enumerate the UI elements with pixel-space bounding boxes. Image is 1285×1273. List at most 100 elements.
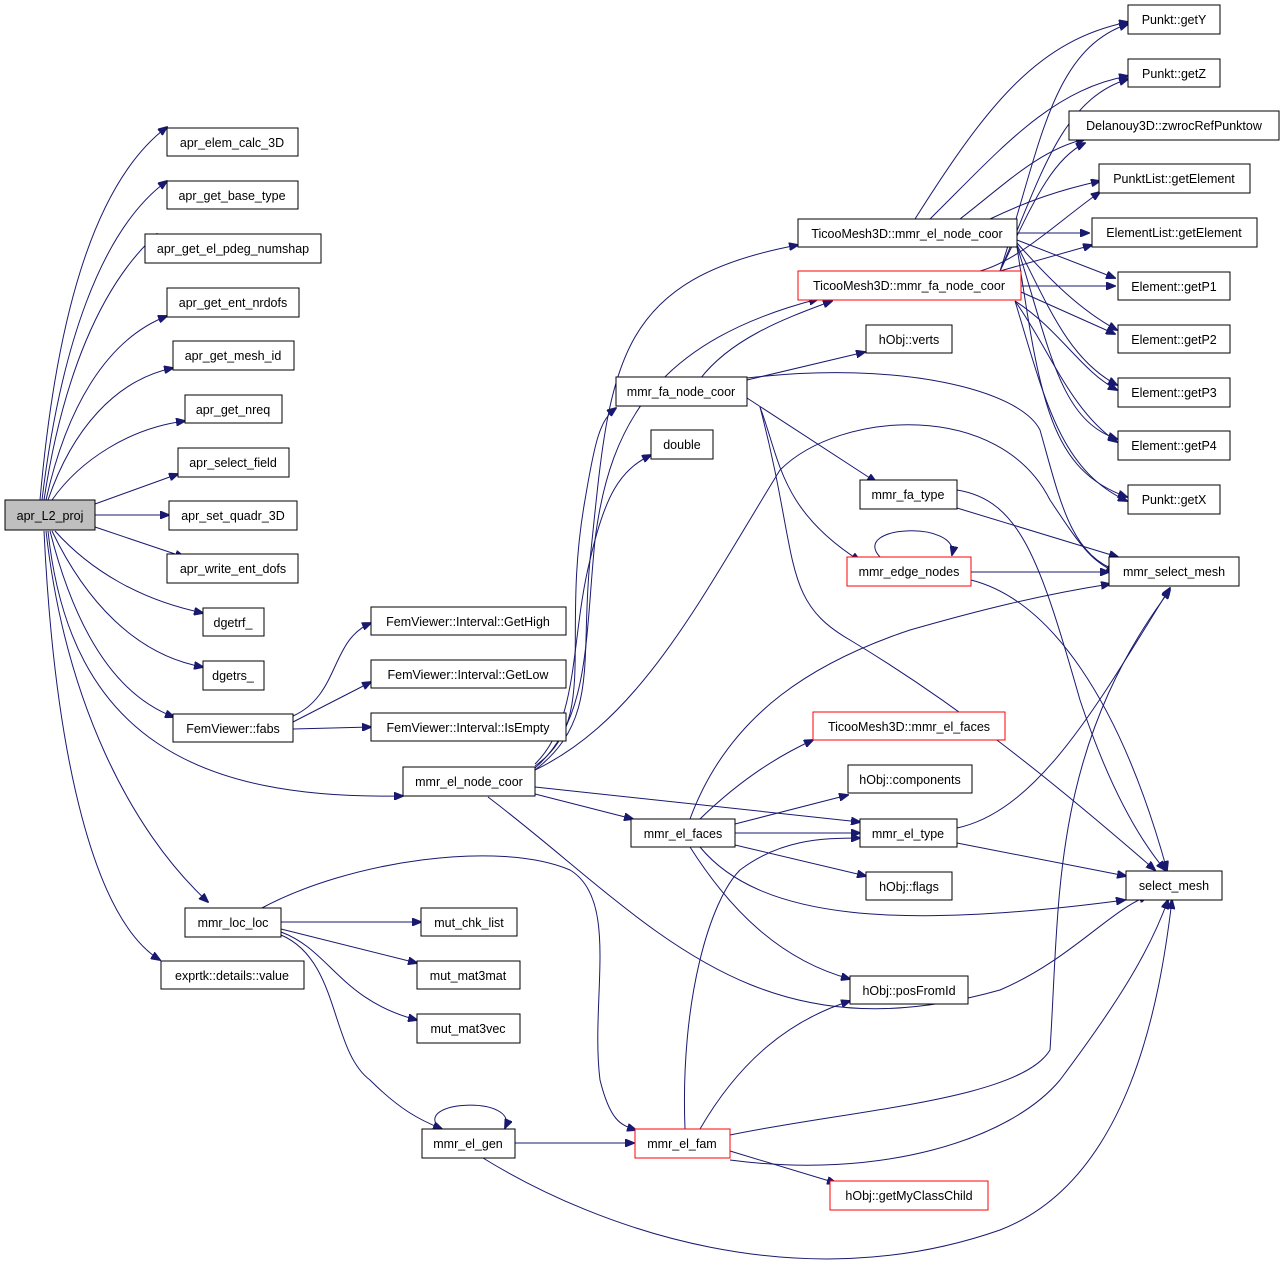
edge-elnodecoor-ticoo-el [534, 245, 798, 771]
svg-text:Punkt::getZ: Punkt::getZ [1142, 67, 1206, 81]
edge-root-dgetrf [54, 530, 203, 613]
svg-text:mmr_el_type: mmr_el_type [872, 827, 944, 841]
edge-root-elnodecoor [47, 530, 403, 796]
node-element-getp2[interactable]: Element::getP2 [1117, 324, 1231, 354]
svg-text:select_mesh: select_mesh [1139, 879, 1209, 893]
node-ticoo-mmr-el-node-coor[interactable]: TicooMesh3D::mmr_el_node_coor [797, 218, 1018, 248]
node-double[interactable]: double [650, 429, 714, 460]
node-apr-get-nreq[interactable]: apr_get_nreq [184, 394, 283, 424]
node-apr-select-field[interactable]: apr_select_field [177, 447, 290, 478]
node-mmr-select-mesh[interactable]: mmr_select_mesh [1108, 556, 1240, 587]
node-hobj-components[interactable]: hObj::components [847, 764, 973, 794]
svg-text:Element::getP1: Element::getP1 [1131, 280, 1217, 294]
svg-text:mmr_select_mesh: mmr_select_mesh [1123, 565, 1225, 579]
svg-text:apr_L2_proj: apr_L2_proj [17, 509, 84, 523]
node-mmr-edge-nodes[interactable]: mmr_edge_nodes [846, 556, 972, 587]
edge-root-base-type [41, 181, 167, 501]
node-mut-mat3mat[interactable]: mut_mat3mat [416, 960, 521, 990]
node-mmr-el-type[interactable]: mmr_el_type [859, 818, 958, 848]
node-hobj-getmyclasschild[interactable]: hObj::getMyClassChild [829, 1180, 989, 1211]
edge-root-sel-field [94, 474, 178, 505]
node-apr-set-quadr-3d[interactable]: apr_set_quadr_3D [168, 500, 298, 531]
node-exprtk-details-value[interactable]: exprtk::details::value [160, 960, 305, 990]
node-mmr-el-faces[interactable]: mmr_el_faces [630, 818, 736, 848]
node-interval-getlow[interactable]: FemViewer::Interval::GetLow [370, 659, 567, 689]
svg-text:mmr_el_fam: mmr_el_fam [647, 1137, 716, 1151]
edge-locloc-elgen [280, 934, 442, 1129]
node-delanouy3d-zwrocrefpunktow[interactable]: Delanouy3D::zwrocRefPunktow [1068, 110, 1280, 141]
node-apr-get-mesh-id[interactable]: apr_get_mesh_id [172, 340, 295, 371]
edge-elfam-eltype [683, 838, 860, 1130]
edge-ticoo-fa-getx [1014, 300, 1127, 501]
svg-text:mmr_loc_loc: mmr_loc_loc [198, 916, 269, 930]
svg-text:hObj::verts: hObj::verts [879, 333, 939, 347]
svg-text:Punkt::getY: Punkt::getY [1142, 13, 1207, 27]
svg-text:mut_mat3mat: mut_mat3mat [430, 969, 507, 983]
node-punkt-gety[interactable]: Punkt::getY [1127, 4, 1221, 35]
node-ticoo-mmr-el-faces[interactable]: TicooMesh3D::mmr_el_faces [812, 711, 1006, 741]
edge-ticoo-el-punktlist [989, 181, 1100, 220]
node-elementlist-getelement[interactable]: ElementList::getElement [1091, 217, 1258, 248]
node-apr-get-ent-nrdofs[interactable]: apr_get_ent_nrdofs [166, 287, 300, 318]
edge-elfam-selmesh [729, 900, 1168, 1166]
node-apr-l2-proj[interactable]: apr_L2_proj [4, 499, 96, 531]
node-element-getp4[interactable]: Element::getP4 [1117, 430, 1231, 461]
edge-ticoo-el-gety [914, 22, 1128, 220]
node-apr-write-ent-dofs[interactable]: apr_write_ent_dofs [166, 553, 299, 584]
node-ticoo-mmr-fa-node-coor[interactable]: TicooMesh3D::mmr_fa_node_coor [797, 270, 1022, 301]
node-element-getp1[interactable]: Element::getP1 [1117, 271, 1231, 301]
edge-root-elem-calc [39, 127, 167, 501]
node-mmr-el-node-coor[interactable]: mmr_el_node_coor [402, 766, 536, 797]
edge-ticoo-fa-getp2 [1020, 291, 1115, 334]
node-apr-get-el-pdeg-numshap[interactable]: apr_get_el_pdeg_numshap [144, 233, 322, 264]
node-hobj-posfromid[interactable]: hObj::posFromId [849, 975, 969, 1005]
node-apr-get-base-type[interactable]: apr_get_base_type [166, 180, 299, 210]
node-punktlist-getelement[interactable]: PunktList::getElement [1098, 163, 1251, 194]
svg-text:apr_elem_calc_3D: apr_elem_calc_3D [180, 136, 284, 150]
edge-ticoo-fa-punktlist [979, 192, 1100, 272]
edge-eltype-mmrselmesh [956, 588, 1170, 829]
edge-elfaces-selmesh [699, 846, 1125, 917]
svg-text:FemViewer::Interval::GetHigh: FemViewer::Interval::GetHigh [386, 615, 550, 629]
node-punkt-getx[interactable]: Punkt::getX [1127, 484, 1221, 515]
edge-root-dgetrs [51, 530, 203, 667]
edge-ticoo-el-delaunoy [959, 139, 1085, 220]
node-punkt-getz[interactable]: Punkt::getZ [1127, 58, 1221, 88]
edge-fabs-isempty [292, 727, 371, 729]
node-hobj-verts[interactable]: hObj::verts [865, 324, 953, 354]
svg-text:mmr_el_gen: mmr_el_gen [433, 1137, 503, 1151]
svg-text:Element::getP4: Element::getP4 [1131, 439, 1217, 453]
edge-root-nrdofs [45, 316, 167, 501]
edges-layer [39, 22, 1172, 1260]
node-hobj-flags[interactable]: hObj::flags [865, 871, 953, 901]
edge-ticoo-el-getp3 [1016, 244, 1117, 385]
node-femviewer-fabs[interactable]: FemViewer::fabs [172, 713, 294, 743]
node-select-mesh[interactable]: select_mesh [1125, 870, 1223, 901]
svg-text:apr_get_nreq: apr_get_nreq [196, 403, 270, 417]
edge-root-mesh-id [47, 368, 173, 501]
svg-text:Element::getP3: Element::getP3 [1131, 386, 1217, 400]
node-dgetrs[interactable]: dgetrs_ [202, 660, 265, 691]
node-mut-chk-list[interactable]: mut_chk_list [420, 907, 518, 937]
node-interval-gethigh[interactable]: FemViewer::Interval::GetHigh [370, 606, 567, 636]
node-dgetrf[interactable]: dgetrf_ [202, 607, 265, 637]
svg-text:hObj::posFromId: hObj::posFromId [862, 984, 955, 998]
node-interval-isempty[interactable]: FemViewer::Interval::IsEmpty [370, 712, 567, 742]
node-mmr-fa-type[interactable]: mmr_fa_type [859, 479, 958, 510]
svg-text:apr_write_ent_dofs: apr_write_ent_dofs [180, 562, 286, 576]
svg-text:Punkt::getX: Punkt::getX [1142, 493, 1207, 507]
svg-text:mmr_fa_node_coor: mmr_fa_node_coor [627, 385, 735, 399]
svg-text:apr_get_el_pdeg_numshap: apr_get_el_pdeg_numshap [157, 242, 309, 256]
edge-ticoo-fa-getp4 [1014, 300, 1117, 442]
svg-text:hObj::getMyClassChild: hObj::getMyClassChild [845, 1189, 972, 1203]
node-apr-elem-calc-3d[interactable]: apr_elem_calc_3D [166, 127, 299, 157]
svg-text:mmr_el_faces: mmr_el_faces [644, 827, 723, 841]
node-mmr-loc-loc[interactable]: mmr_loc_loc [184, 907, 282, 938]
node-mmr-el-fam[interactable]: mmr_el_fam [634, 1128, 731, 1159]
node-mut-mat3vec[interactable]: mut_mat3vec [416, 1013, 521, 1044]
edge-fanodecoor-verts [746, 352, 865, 381]
edge-elgen-self [434, 1104, 507, 1129]
node-mmr-el-gen[interactable]: mmr_el_gen [421, 1128, 516, 1159]
node-element-getp3[interactable]: Element::getP3 [1117, 377, 1231, 408]
node-mmr-fa-node-coor[interactable]: mmr_fa_node_coor [615, 376, 748, 407]
